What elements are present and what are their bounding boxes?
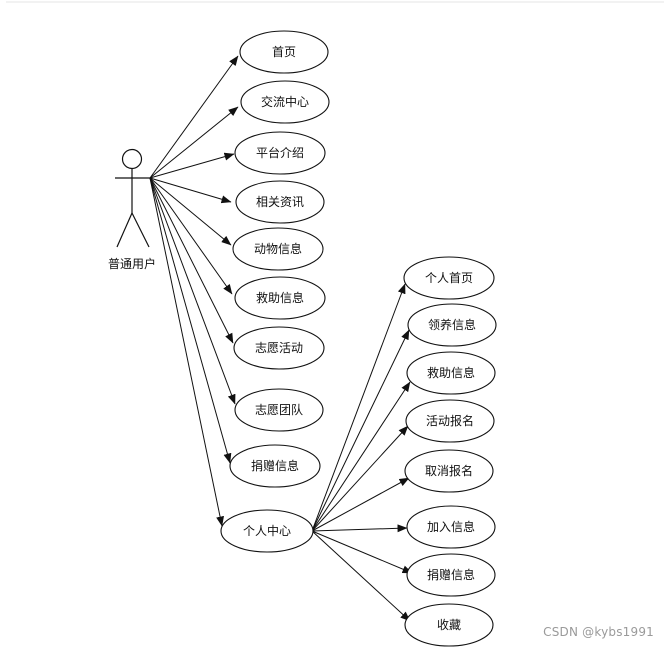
use-cases-left: 首页 交流中心 平台介绍 相关资讯 动物信息 救助信息 志愿活动 志愿团队 (220, 30, 330, 553)
actor-right-leg (131, 212, 150, 248)
use-case-ellipse (220, 509, 314, 553)
use-case-ellipse (404, 449, 494, 493)
use-case-join-info: 加入信息 (406, 505, 496, 549)
use-case-volunteer-activity: 志愿活动 (233, 326, 325, 370)
assoc-line-intro (149, 152, 235, 179)
personal-center-associations (311, 283, 413, 622)
use-case-ellipse (234, 131, 326, 175)
assoc-line-personal-home (311, 283, 406, 532)
use-case-ellipse (407, 303, 497, 347)
assoc-line-rescue-info-2 (311, 381, 411, 532)
use-case-personal-home: 个人首页 (403, 256, 495, 300)
use-case-ellipse (406, 553, 496, 597)
use-case-label: 救助信息 (256, 290, 304, 305)
assoc-line-exchange (149, 106, 239, 179)
use-case-label: 个人首页 (425, 271, 473, 285)
use-case-ellipse (240, 80, 330, 124)
use-case-rescue-info: 救助信息 (234, 276, 326, 320)
assoc-line-personal-center (149, 177, 224, 527)
actor-associations (149, 55, 239, 527)
use-case-related-news: 相关资讯 (235, 180, 325, 224)
use-case-label: 收藏 (437, 618, 461, 632)
assoc-line-adoption-info (311, 329, 410, 532)
use-case-ellipse (233, 326, 325, 370)
use-case-personal-center: 个人中心 (220, 509, 314, 553)
use-case-donation-info-2: 捐赠信息 (406, 553, 496, 597)
use-case-label: 活动报名 (426, 413, 474, 428)
assoc-line-favorites (311, 530, 411, 622)
watermark-text: CSDN @kybs1991 (543, 625, 654, 639)
use-case-adoption-info: 领养信息 (407, 303, 497, 347)
assoc-line-activity-signup (311, 425, 409, 532)
use-case-animal-info: 动物信息 (232, 227, 324, 271)
use-case-label: 取消报名 (425, 463, 473, 478)
use-case-donation-info: 捐赠信息 (229, 444, 321, 488)
assoc-line-donation-info-2 (311, 530, 413, 574)
use-case-home: 首页 (239, 30, 329, 74)
use-case-ellipse (229, 444, 321, 488)
use-cases-personal-center: 个人首页 领养信息 救助信息 活动报名 取消报名 加入信息 捐赠信息 收藏 (403, 256, 497, 647)
assoc-line-volunteer-team (149, 177, 236, 405)
use-case-exchange-center: 交流中心 (240, 80, 330, 124)
assoc-line-news (149, 177, 232, 204)
use-case-label: 志愿活动 (255, 341, 303, 355)
assoc-line-cancel-signup (311, 477, 410, 532)
assoc-line-donation-info (149, 177, 232, 464)
use-case-ellipse (405, 399, 495, 443)
actor-user: 普通用户 (108, 148, 156, 271)
use-case-rescue-info-2: 救助信息 (406, 351, 496, 395)
use-case-label: 捐赠信息 (251, 458, 299, 473)
use-case-label: 动物信息 (254, 241, 302, 256)
use-case-label: 首页 (272, 45, 296, 59)
use-case-label: 志愿团队 (255, 402, 303, 417)
use-case-label: 相关资讯 (256, 195, 304, 209)
use-case-label: 个人中心 (243, 523, 291, 538)
use-case-label: 加入信息 (427, 519, 475, 534)
use-case-label: 交流中心 (261, 94, 309, 109)
use-case-ellipse (406, 505, 496, 549)
assoc-line-volunteer-activity (149, 177, 234, 344)
use-case-platform-intro: 平台介绍 (234, 131, 326, 175)
use-case-ellipse (403, 256, 495, 300)
use-case-cancel-signup: 取消报名 (404, 449, 494, 493)
use-case-label: 平台介绍 (256, 145, 304, 160)
actor-label: 普通用户 (108, 256, 156, 271)
use-case-favorites: 收藏 (404, 603, 494, 647)
use-case-ellipse (239, 30, 329, 74)
use-case-activity-signup: 活动报名 (405, 399, 495, 443)
use-case-ellipse (234, 276, 326, 320)
use-case-volunteer-team: 志愿团队 (234, 388, 324, 432)
use-case-ellipse (404, 603, 494, 647)
use-case-ellipse (234, 388, 324, 432)
assoc-line-join-info (311, 524, 408, 533)
assoc-line-rescue-info (149, 177, 233, 295)
assoc-line-animal-info (149, 177, 232, 246)
use-case-label: 领养信息 (428, 317, 476, 332)
actor-head (121, 148, 143, 170)
assoc-line-home (149, 55, 239, 179)
actor-left-leg (116, 212, 133, 248)
use-case-ellipse (235, 180, 325, 224)
use-case-ellipse (232, 227, 324, 271)
use-case-label: 救助信息 (427, 365, 475, 380)
use-case-ellipse (406, 351, 496, 395)
use-case-label: 捐赠信息 (427, 567, 475, 582)
